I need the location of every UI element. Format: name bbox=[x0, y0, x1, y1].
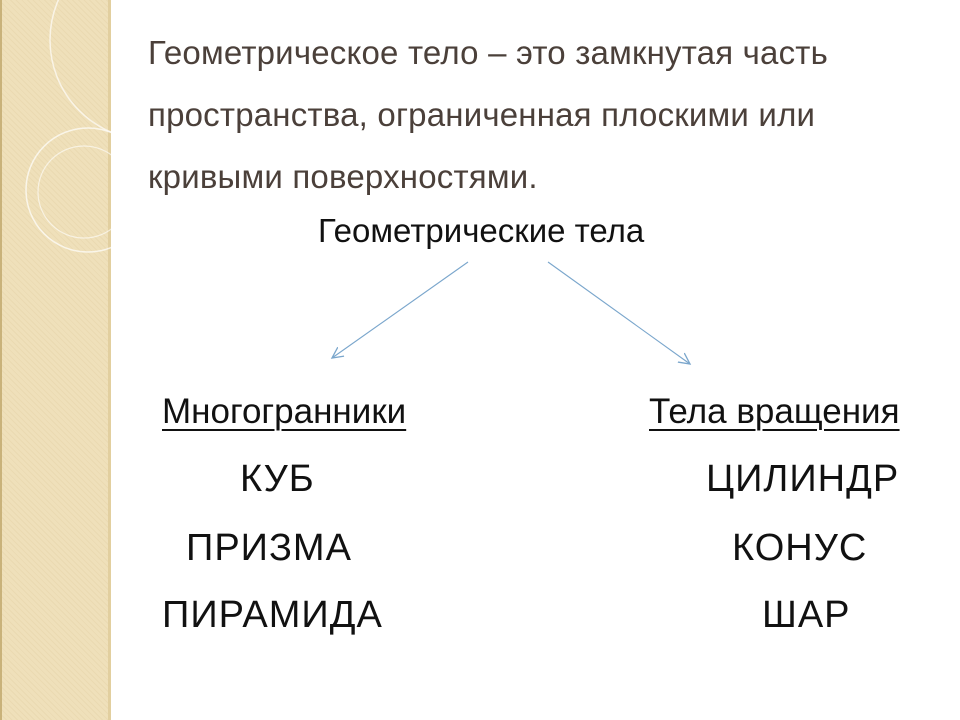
item-prism: ПРИЗМА bbox=[186, 527, 352, 569]
item-cube: КУБ bbox=[240, 458, 315, 500]
decorative-sidebar bbox=[0, 0, 111, 720]
item-sphere: ШАР bbox=[762, 594, 851, 636]
item-cone: КОНУС bbox=[732, 527, 868, 569]
subtitle-geometric-bodies: Геометрические тела bbox=[318, 212, 645, 249]
item-cylinder: ЦИЛИНДР bbox=[706, 458, 900, 500]
heading-polyhedra: Многогранники bbox=[162, 392, 407, 431]
item-pyramid: ПИРАМИДА bbox=[162, 594, 383, 636]
arrow-left bbox=[332, 261, 469, 358]
sidebar-texture bbox=[0, 0, 108, 720]
heading-bodies-of-revolution: Тела вращения bbox=[649, 392, 900, 431]
slide-title: Геометрическое тело – это замкнутая част… bbox=[148, 34, 829, 195]
arrow-right bbox=[547, 261, 690, 364]
sidebar-edge-strip bbox=[0, 0, 2, 720]
